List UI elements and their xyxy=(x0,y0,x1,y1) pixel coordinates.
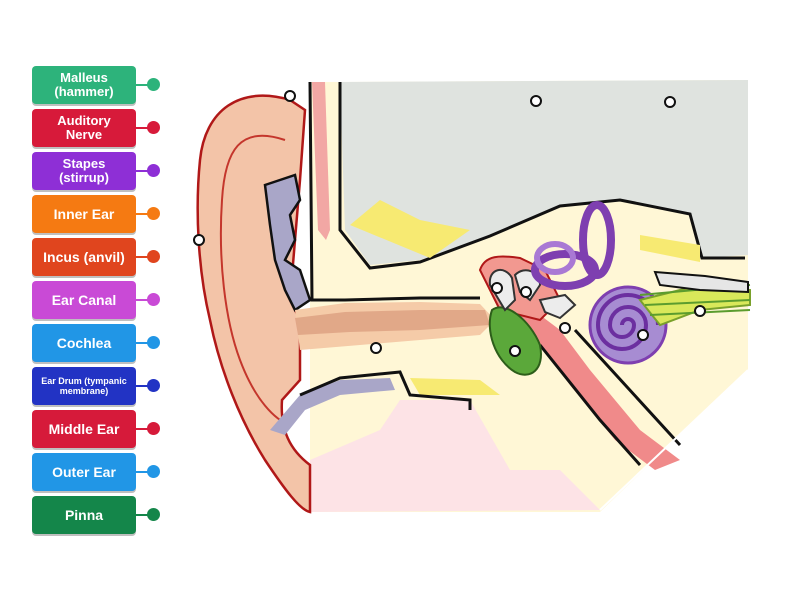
stapes-shape xyxy=(538,293,577,320)
label-pin-icon[interactable] xyxy=(147,293,160,306)
label-pin-icon[interactable] xyxy=(147,422,160,435)
label-pin-icon[interactable] xyxy=(147,121,160,134)
label-tile[interactable]: Outer Ear xyxy=(32,453,136,491)
label-tile[interactable]: Ear Canal xyxy=(32,281,136,319)
drop-spot-6[interactable] xyxy=(520,286,532,298)
bone-outline xyxy=(338,82,745,270)
canal-upper-edge xyxy=(308,81,480,302)
label-tile[interactable]: Incus (anvil) xyxy=(32,238,136,276)
drop-spot-5[interactable] xyxy=(491,282,503,294)
label-pin-icon[interactable] xyxy=(147,379,160,392)
nerve-bone xyxy=(653,270,749,294)
label-connector xyxy=(136,256,150,258)
eustachian-tube xyxy=(505,300,680,470)
label-text: Stapes (stirrup) xyxy=(59,156,109,185)
label-connector xyxy=(136,213,150,215)
drop-spot-7[interactable] xyxy=(694,305,706,317)
label-connector xyxy=(136,385,150,387)
ear-canal-skin xyxy=(295,310,490,335)
drop-spot-1[interactable] xyxy=(284,90,296,102)
fat-right xyxy=(640,235,700,262)
label-connector xyxy=(136,299,150,301)
fat-upper xyxy=(350,200,470,258)
drop-spot-3[interactable] xyxy=(664,96,676,108)
cochlea-spiral xyxy=(595,293,660,351)
canal-pink-strip xyxy=(312,82,330,240)
label-pin-icon[interactable] xyxy=(147,78,160,91)
label-text: Outer Ear xyxy=(52,463,116,480)
ear-drum-shape xyxy=(488,306,542,376)
label-connector xyxy=(136,127,150,129)
label-text: Auditory Nerve xyxy=(57,113,111,142)
label-text: Incus (anvil) xyxy=(43,248,125,265)
label-pin-icon[interactable] xyxy=(147,508,160,521)
label-tile[interactable]: Pinna xyxy=(32,496,136,534)
label-tile[interactable]: Ear Drum (tympanic membrane) xyxy=(32,367,136,405)
drop-spot-10[interactable] xyxy=(370,342,382,354)
semicircular-canal-3 xyxy=(534,241,576,275)
drop-spot-11[interactable] xyxy=(509,345,521,357)
label-pin-icon[interactable] xyxy=(147,336,160,349)
label-connector xyxy=(136,170,150,172)
label-tile[interactable]: Middle Ear xyxy=(32,410,136,448)
label-tile[interactable]: Auditory Nerve xyxy=(32,109,136,147)
drop-spot-2[interactable] xyxy=(530,95,542,107)
semicircular-canal-2 xyxy=(531,250,599,290)
eustachian-outline xyxy=(538,328,682,466)
lower-tissue xyxy=(310,400,600,512)
drop-spot-4[interactable] xyxy=(193,234,205,246)
pinna-inner-fold xyxy=(219,134,291,426)
label-text: Cochlea xyxy=(56,334,112,351)
label-text: Middle Ear xyxy=(48,420,120,437)
label-text: Inner Ear xyxy=(53,205,115,222)
lower-bone-edge xyxy=(599,369,749,511)
label-tile[interactable]: Malleus (hammer) xyxy=(32,66,136,104)
label-connector xyxy=(136,514,150,516)
label-connector xyxy=(136,84,150,86)
label-pin-icon[interactable] xyxy=(147,250,160,263)
label-pin-icon[interactable] xyxy=(147,207,160,220)
pinna-cartilage xyxy=(263,173,312,312)
drop-spot-8[interactable] xyxy=(559,322,571,334)
fat-lower xyxy=(410,378,500,395)
drop-spot-9[interactable] xyxy=(637,329,649,341)
label-connector xyxy=(136,428,150,430)
tragus-edge xyxy=(299,370,472,410)
label-tile[interactable]: Stapes (stirrup) xyxy=(32,152,136,190)
pinna-lobe-cartilage xyxy=(270,378,395,435)
label-pin-icon[interactable] xyxy=(147,164,160,177)
bone-region xyxy=(340,80,748,265)
label-connector xyxy=(136,342,150,344)
label-tile[interactable]: Inner Ear xyxy=(32,195,136,233)
label-text: Malleus (hammer) xyxy=(54,70,114,99)
label-connector xyxy=(136,471,150,473)
label-text: Ear Drum (tympanic membrane) xyxy=(41,376,127,396)
label-text: Ear Canal xyxy=(51,291,117,308)
label-pin-icon[interactable] xyxy=(147,465,160,478)
label-tile[interactable]: Cochlea xyxy=(32,324,136,362)
label-text: Pinna xyxy=(64,506,104,523)
